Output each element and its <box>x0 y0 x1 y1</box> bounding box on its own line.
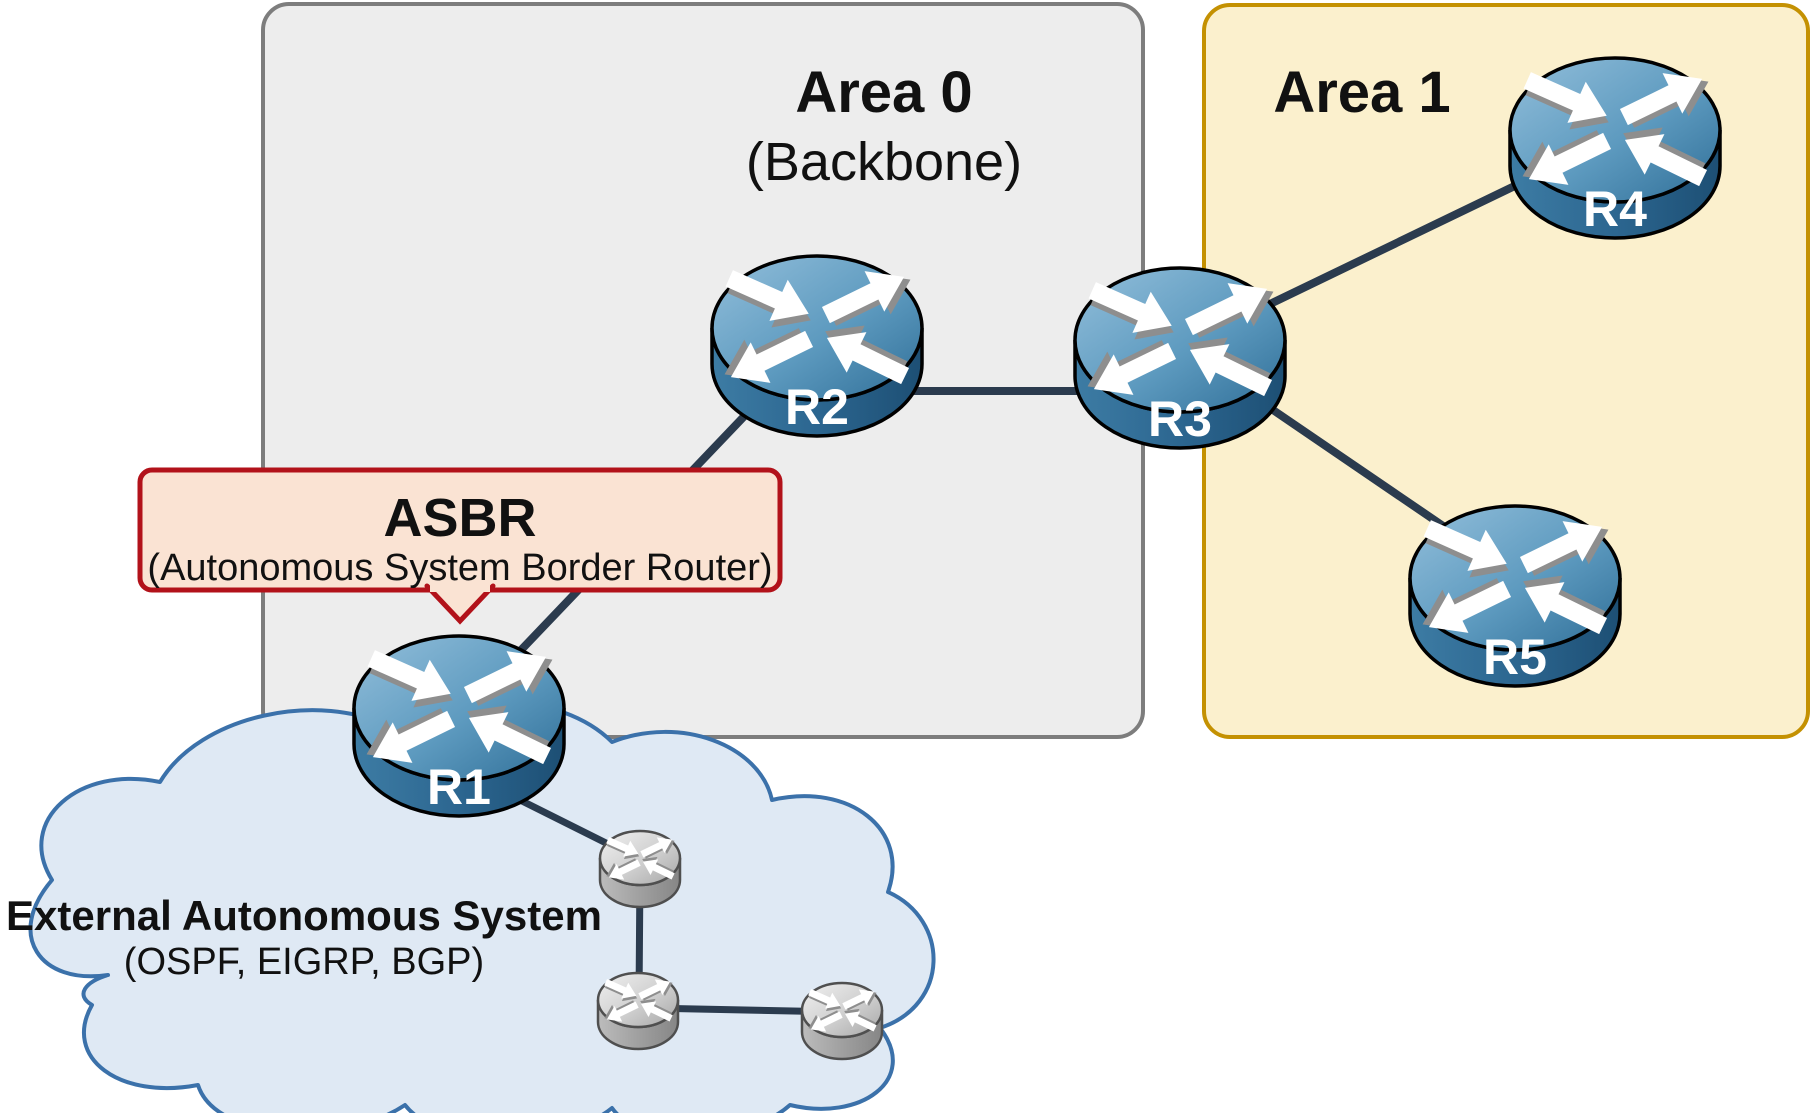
area0-title: Area 0 <box>795 60 972 125</box>
router-r3-label: R3 <box>1148 391 1212 447</box>
asbr-callout-tail <box>424 583 496 625</box>
router-r5-label: R5 <box>1483 629 1547 685</box>
asbr-subtitle: (Autonomous System Border Router) <box>147 547 772 589</box>
router-r2-label: R2 <box>785 379 849 435</box>
area0-subtitle: (Backbone) <box>746 132 1022 192</box>
router-r4: R4 <box>1510 57 1720 238</box>
router-r3: R3 <box>1075 267 1285 448</box>
external-router-2 <box>598 973 678 1049</box>
external-router-1 <box>600 831 680 907</box>
asbr-title: ASBR <box>383 488 536 548</box>
external-as-cloud: External Autonomous System (OSPF, EIGRP,… <box>6 699 936 1113</box>
external-router-3 <box>802 983 882 1059</box>
router-r1-label: R1 <box>427 759 491 815</box>
area1-title: Area 1 <box>1273 60 1450 125</box>
cloud-subtitle: (OSPF, EIGRP, BGP) <box>124 941 484 983</box>
cloud-title: External Autonomous System <box>6 892 602 939</box>
router-r4-label: R4 <box>1583 181 1647 237</box>
router-r2: R2 <box>712 255 922 436</box>
router-r1: R1 <box>354 635 564 816</box>
router-r5: R5 <box>1410 505 1620 686</box>
area0-box: Area 0 (Backbone) <box>261 2 1145 739</box>
asbr-callout: ASBR (Autonomous System Border Router) <box>137 467 783 625</box>
